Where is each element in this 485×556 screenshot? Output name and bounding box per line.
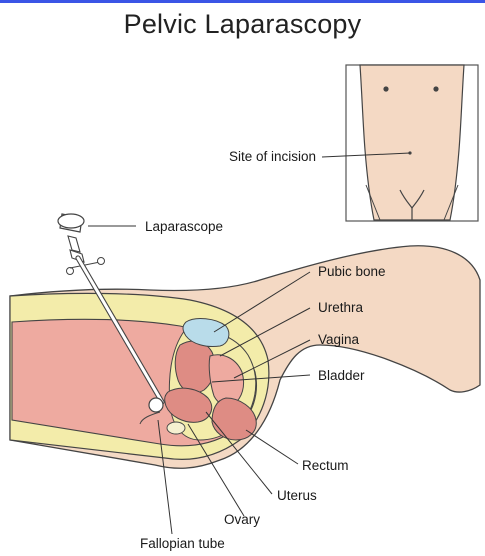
label-bladder: Bladder (318, 368, 365, 383)
label-fallopian-tube: Fallopian tube (140, 536, 225, 551)
label-ovary: Ovary (224, 512, 260, 527)
label-vagina: Vagina (318, 332, 360, 347)
label-laparascope: Laparascope (145, 219, 223, 234)
inset-body-view (346, 65, 478, 221)
label-pubic-bone: Pubic bone (318, 264, 386, 279)
label-site-of-incision: Site of incision (229, 149, 316, 164)
body-cross-section (10, 246, 480, 469)
label-urethra: Urethra (318, 300, 364, 315)
label-rectum: Rectum (302, 458, 349, 473)
label-uterus: Uterus (277, 488, 317, 503)
